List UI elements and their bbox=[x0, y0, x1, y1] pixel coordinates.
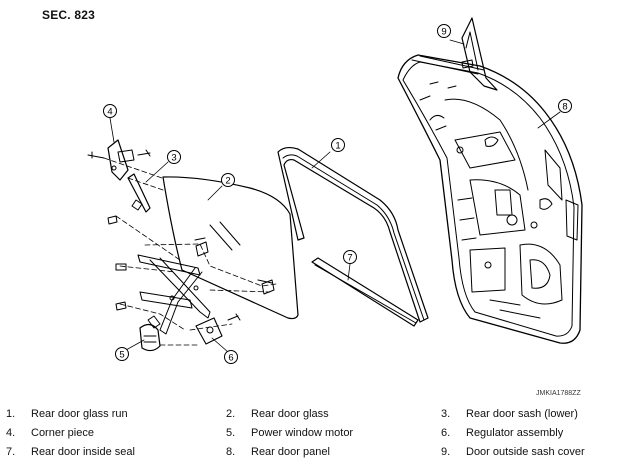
corner-piece-part bbox=[87, 139, 151, 225]
legend-row: 1.Rear door glass run 2.Rear door glass … bbox=[6, 408, 618, 424]
legend-name: Rear door panel bbox=[251, 446, 330, 458]
section-label: SEC. 823 bbox=[42, 8, 95, 22]
legend-number: 8. bbox=[226, 446, 236, 458]
rear-door-glass-run-part bbox=[277, 146, 429, 323]
rear-door-inside-seal-part bbox=[311, 257, 419, 327]
legend-number: 2. bbox=[226, 408, 236, 420]
callout-2: 2 bbox=[221, 173, 235, 187]
legend-name: Corner piece bbox=[31, 427, 94, 439]
svg-text:7: 7 bbox=[347, 253, 352, 264]
door-outside-sash-cover-part bbox=[461, 17, 498, 91]
legend-number: 6. bbox=[441, 427, 451, 439]
legend-number: 4. bbox=[6, 427, 16, 439]
rear-door-sash-lower-part bbox=[127, 173, 151, 213]
power-window-motor-part bbox=[139, 315, 161, 352]
legend-row: 4. Corner piece 5. Power window motor 6. Re… bbox=[6, 427, 618, 443]
legend-name: Rear door glass bbox=[251, 408, 329, 420]
callout-9: 9 bbox=[437, 24, 451, 38]
svg-text:4: 4 bbox=[107, 107, 112, 118]
svg-text:8: 8 bbox=[562, 102, 567, 113]
callout-1: 1 bbox=[331, 138, 345, 152]
exploded-door-diagram: 1 2 3 4 5 6 7 8 9 bbox=[87, 17, 583, 364]
svg-text:6: 6 bbox=[228, 353, 233, 364]
legend-name: Rear door glass run bbox=[31, 408, 128, 420]
figure-code: JMKIA1788ZZ bbox=[536, 390, 581, 397]
legend-row: 7. Rear door inside seal 8. Rear door pane… bbox=[6, 446, 618, 462]
svg-text:3: 3 bbox=[171, 153, 176, 164]
legend-number: 3. bbox=[441, 408, 451, 420]
callout-4: 4 bbox=[103, 104, 117, 118]
callout-6: 6 bbox=[224, 350, 238, 364]
callout-3: 3 bbox=[167, 150, 181, 164]
legend-number: 9. bbox=[441, 446, 451, 458]
legend-name: Rear door sash (lower) bbox=[466, 408, 578, 420]
legend-name: Regulator assembly bbox=[466, 427, 564, 439]
legend-number: 5. bbox=[226, 427, 236, 439]
legend-number: 7. bbox=[6, 446, 16, 458]
callout-8: 8 bbox=[558, 99, 572, 113]
callout-5: 5 bbox=[115, 347, 129, 361]
rear-door-glass-part bbox=[162, 176, 299, 320]
callout-7: 7 bbox=[343, 250, 357, 264]
regulator-assembly-part bbox=[115, 241, 275, 345]
svg-text:9: 9 bbox=[441, 27, 446, 38]
rear-door-panel-part bbox=[397, 54, 583, 344]
legend-name: Rear door inside seal bbox=[31, 446, 135, 458]
svg-text:1: 1 bbox=[335, 141, 340, 152]
svg-text:2: 2 bbox=[225, 176, 230, 187]
legend-name: Door outside sash cover bbox=[466, 446, 585, 458]
legend-number: 1. bbox=[6, 408, 16, 420]
svg-text:5: 5 bbox=[119, 350, 124, 361]
legend-name: Power window motor bbox=[251, 427, 354, 439]
